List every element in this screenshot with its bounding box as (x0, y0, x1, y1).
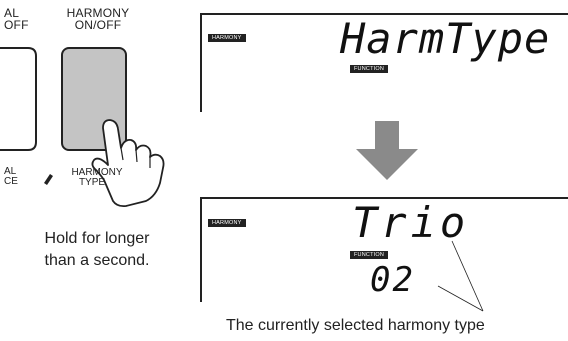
hold-caption-line1: Hold for longer (44, 230, 150, 247)
hold-caption: Hold for longer than a second. (22, 228, 172, 272)
callout-line-number (437, 285, 484, 312)
down-arrow-icon (356, 121, 418, 180)
bottom-function-tag: FUNCTION (350, 251, 389, 259)
bottom-display-frame (200, 197, 568, 302)
callout-line-trio (451, 240, 484, 312)
bottom-left-label-line1: AL (4, 166, 17, 177)
harmony-label-line2: ON/OFF (74, 18, 122, 32)
partial-button-label: AL OFF (4, 7, 34, 31)
harmony-type-label-line1: HARMONY (71, 167, 123, 178)
top-display-frame (200, 13, 568, 112)
partial-button-label-line1: AL (4, 6, 20, 20)
partial-button-label-line2: OFF (4, 18, 29, 32)
bottom-left-label-line2: CE (4, 176, 18, 187)
bottom-harmony-tag: HARMONY (208, 219, 246, 227)
panel-buttons-graphic (0, 47, 165, 208)
partial-button (0, 47, 37, 151)
harmony-type-label-line2: TYPE (78, 177, 106, 188)
pressing-hand-icon (91, 119, 165, 208)
top-main-text: HarmType (340, 14, 551, 63)
hold-caption-line2: than a second. (44, 252, 150, 269)
top-function-tag: FUNCTION (350, 65, 389, 73)
bottom-number-text: 02 (370, 260, 415, 300)
selected-type-caption: The currently selected harmony type (226, 317, 485, 334)
harmony-label-line1: HARMONY (66, 6, 130, 20)
bottom-main-text: Trio (352, 198, 470, 247)
top-harmony-tag: HARMONY (208, 34, 246, 42)
harmony-type-label: HARMONY TYPE (57, 168, 127, 188)
harmony-button-label: HARMONY ON/OFF (58, 7, 138, 31)
bottom-left-label: AL CE (4, 167, 18, 187)
pen-icon (44, 174, 53, 185)
